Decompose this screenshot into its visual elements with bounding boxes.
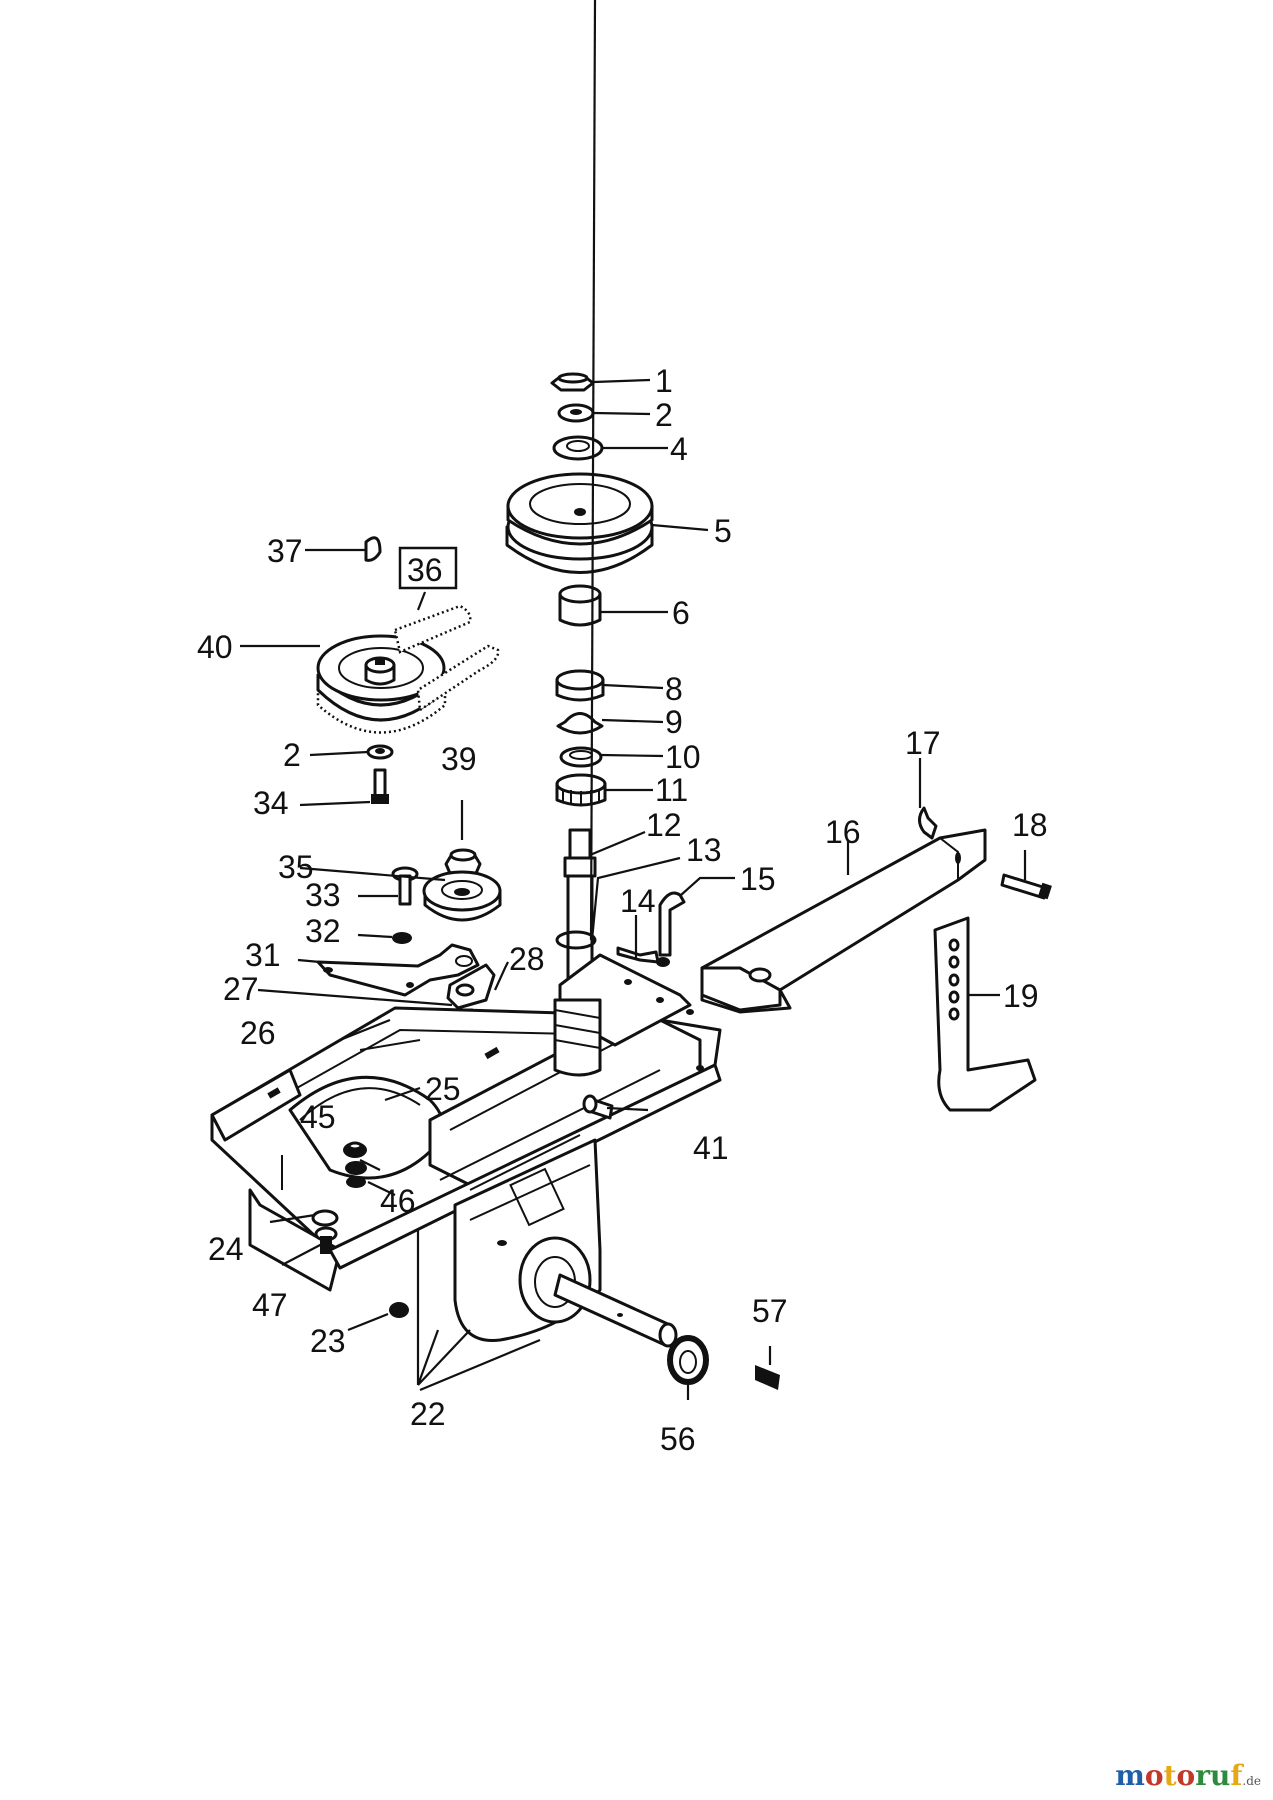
nut-part-32 bbox=[392, 932, 412, 944]
callout-35: 35 bbox=[278, 849, 314, 885]
callout-13: 13 bbox=[686, 832, 722, 868]
callout-39: 39 bbox=[441, 741, 477, 777]
callout-56: 56 bbox=[660, 1421, 696, 1457]
callout-57: 57 bbox=[752, 1293, 788, 1329]
washer-part-46 bbox=[345, 1161, 367, 1188]
nut-part-45 bbox=[343, 1141, 367, 1158]
shaft-seal-part-13-lower bbox=[553, 998, 602, 1077]
callout-28: 28 bbox=[509, 941, 545, 977]
callout-26: 26 bbox=[240, 1015, 276, 1051]
callout-1: 1 bbox=[655, 363, 673, 399]
callout-8: 8 bbox=[665, 671, 683, 707]
pulley-part-40 bbox=[316, 634, 447, 734]
callout-15: 15 bbox=[740, 861, 776, 897]
belt-part-36 bbox=[393, 604, 500, 713]
callout-23: 23 bbox=[310, 1323, 346, 1359]
nut-part-23 bbox=[389, 1302, 409, 1318]
callout-24: 24 bbox=[208, 1231, 244, 1267]
o-ring-part-13 bbox=[555, 930, 597, 950]
bushing-part-8 bbox=[555, 669, 605, 702]
callout-6: 6 bbox=[672, 595, 690, 631]
callout-36: 36 bbox=[407, 552, 443, 588]
callout-17: 17 bbox=[905, 725, 941, 761]
bolt-part-47 bbox=[314, 1226, 338, 1254]
callout-9: 9 bbox=[665, 704, 683, 740]
callout-2: 2 bbox=[655, 397, 673, 433]
callout-labels: 1 2 4 5 6 8 9 10 11 12 13 14 15 16 17 18… bbox=[197, 363, 1048, 1457]
pin-part-18 bbox=[1000, 873, 1052, 900]
bracket-part-31 bbox=[316, 943, 480, 997]
callout-16: 16 bbox=[825, 814, 861, 850]
callout-25: 25 bbox=[425, 1071, 461, 1107]
arm-part-16 bbox=[700, 828, 987, 1014]
bolt-part-34 bbox=[371, 768, 389, 804]
watermark-brand: motoruf bbox=[1115, 1759, 1243, 1792]
callout-46: 46 bbox=[380, 1183, 416, 1219]
callout-37: 37 bbox=[267, 533, 303, 569]
ring-part-10 bbox=[559, 746, 603, 768]
callout-14: 14 bbox=[620, 883, 656, 919]
watermark-suffix: .de bbox=[1242, 1774, 1261, 1788]
idler-pulley-part-35 bbox=[422, 870, 502, 922]
bearing-part-11 bbox=[555, 773, 607, 807]
callout-2-lower: 2 bbox=[283, 737, 301, 773]
callout-33: 33 bbox=[305, 877, 341, 913]
bolt-part-41 bbox=[582, 1094, 614, 1120]
leader-lines bbox=[240, 0, 1027, 1400]
spring-washer-part-9 bbox=[556, 712, 604, 735]
callout-40: 40 bbox=[197, 629, 233, 665]
callout-34: 34 bbox=[253, 785, 289, 821]
key-part-57 bbox=[755, 1365, 780, 1390]
callout-11: 11 bbox=[655, 772, 688, 808]
callout-27: 27 bbox=[223, 971, 259, 1007]
callout-47: 47 bbox=[252, 1287, 288, 1323]
washer-part-24 bbox=[311, 1209, 339, 1227]
callout-19: 19 bbox=[1003, 978, 1039, 1014]
callout-36-box bbox=[398, 546, 458, 590]
rod-part-15 bbox=[656, 891, 686, 967]
callout-5: 5 bbox=[714, 513, 732, 549]
pulley-part-5 bbox=[505, 472, 654, 574]
gearbox-housing-part-22 bbox=[453, 1138, 678, 1348]
callout-41: 41 bbox=[693, 1130, 729, 1166]
washer-part-2-lower bbox=[366, 744, 394, 760]
watermark-logo: motoruf.de bbox=[1115, 1759, 1261, 1792]
callout-45: 45 bbox=[300, 1099, 336, 1135]
bolt-part-33 bbox=[391, 866, 419, 906]
clip-part-17 bbox=[918, 806, 938, 840]
washer-part-4 bbox=[552, 435, 604, 461]
seal-part-56 bbox=[667, 1335, 709, 1385]
callout-31: 31 bbox=[245, 937, 281, 973]
callout-12: 12 bbox=[646, 807, 682, 843]
pin-part-14 bbox=[616, 946, 660, 964]
callout-10: 10 bbox=[665, 739, 701, 775]
nut-part-1 bbox=[550, 372, 595, 392]
callout-18: 18 bbox=[1012, 807, 1048, 843]
callout-22: 22 bbox=[410, 1396, 446, 1432]
washer-part-2 bbox=[557, 403, 595, 423]
callout-4: 4 bbox=[670, 431, 688, 467]
spacer-part-6 bbox=[558, 584, 602, 627]
plate-part-28 bbox=[446, 963, 496, 1010]
stand-part-19 bbox=[933, 916, 1037, 1112]
pin-part-37 bbox=[364, 536, 382, 562]
callout-32: 32 bbox=[305, 913, 341, 949]
